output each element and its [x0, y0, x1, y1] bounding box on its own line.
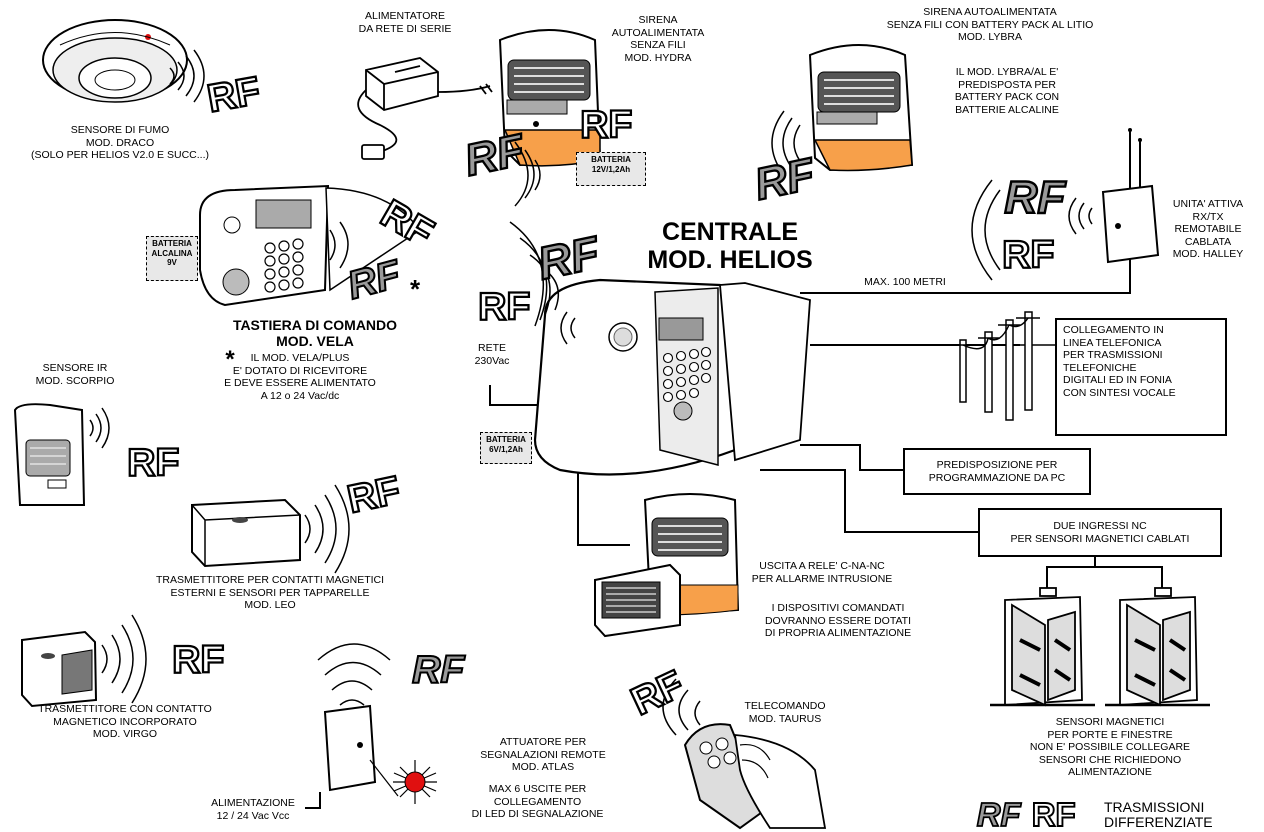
legend-text: TRASMISSIONI DIFFERENZIATE [1104, 800, 1254, 830]
rf-badge-atlas-grey [412, 648, 465, 692]
label-tastiera-note: IL MOD. VELA/PLUS E' DOTATO DI RICEVITOR… [200, 352, 400, 402]
ir-sensor-scorpio [15, 404, 84, 505]
rf-badge-leo [344, 468, 404, 522]
halley-unit [1103, 128, 1158, 262]
rf-badge-lybra-grey [751, 149, 821, 210]
title-line-1: CENTRALE [662, 218, 798, 246]
rf-badge-halley [1002, 233, 1054, 277]
label-sirena-lybra: SIRENA AUTOALIMENTATA SENZA FILI CON BAT… [870, 6, 1110, 44]
box-ingressi: DUE INGRESSI NC PER SENSORI MAGNETICI CA… [978, 508, 1222, 557]
rf-badge-taurus [624, 662, 690, 724]
label-rete: RETE 230Vac [467, 342, 517, 367]
label-sensore-fumo: SENSORE DI FUMO MOD. DRACO (SOLO PER HEL… [0, 124, 240, 162]
rf-badge-virgo [172, 638, 224, 682]
actuator-atlas [325, 706, 398, 796]
asterisk-vela: * [400, 276, 430, 302]
label-sensori-magnetici: SENSORI MAGNETICI PER PORTE E FINESTRE N… [1020, 716, 1200, 779]
title-line-2: MOD. HELIOS [647, 246, 812, 274]
rf-waves-halley [1069, 198, 1092, 234]
siren-lybra [810, 45, 912, 170]
label-trasmettitore-leo: TRASMETTITORE PER CONTATTI MAGNETICI EST… [130, 574, 410, 612]
battery-vela: BATTERIA ALCALINA 9V [146, 236, 198, 281]
label-telecomando: TELECOMANDO MOD. TAURUS [735, 700, 835, 725]
relay-siren [595, 494, 738, 636]
label-sirena-hydra: SIRENA AUTOALIMENTATA SENZA FILI MOD. HY… [598, 14, 718, 64]
label-sensore-ir: SENSORE IR MOD. SCORPIO [20, 362, 130, 387]
label-uscita-rele: USCITA A RELE' C-NA-NC PER ALLARME INTRU… [742, 560, 902, 585]
label-max6: MAX 6 USCITE PER COLLEGAMENTO DI LED DI … [450, 783, 625, 821]
box-linea-telefonica: COLLEGAMENTO IN LINEA TELEFONICA PER TRA… [1055, 318, 1227, 436]
rf-badge-helios [478, 285, 530, 329]
transmitter-virgo [22, 632, 96, 706]
rf-badge-hydra [580, 103, 632, 147]
remote-taurus [685, 724, 825, 828]
control-panel-helios [535, 280, 810, 475]
box-pc: PREDISPOSIZIONE PER PROGRAMMAZIONE DA PC [903, 448, 1091, 495]
label-max-100: MAX. 100 METRI [850, 276, 960, 289]
label-alimentazione: ALIMENTAZIONE 12 / 24 Vac Vcc [198, 797, 308, 822]
label-dispositivi-note: I DISPOSITIVI COMANDATI DOVRANNO ESSERE … [748, 602, 928, 640]
rf-badge-halley-grey [1004, 172, 1066, 223]
label-lybra-note: IL MOD. LYBRA/AL E' PREDISPOSTA PER BATT… [932, 66, 1082, 116]
rf-badge-draco [204, 69, 263, 121]
magnetic-doors [990, 588, 1210, 705]
rf-badge-scorpio [127, 441, 179, 485]
legend-rf-grey [977, 796, 1022, 832]
label-trasmettitore-virgo: TRASMETTITORE CON CONTATTO MAGNETICO INC… [0, 703, 250, 741]
label-tastiera-title: TASTIERA DI COMANDO MOD. VELA [195, 317, 435, 349]
smoke-sensor-draco [43, 20, 187, 102]
battery-helios: BATTERIA 6V/1,2Ah [480, 432, 532, 464]
telephone-poles [955, 312, 1040, 420]
battery-hydra: BATTERIA 12V/1,2Ah [576, 152, 646, 186]
label-alimentatore: ALIMENTATORE DA RETE DI SERIE [340, 10, 470, 35]
transmitter-leo [192, 500, 300, 566]
led-indicator [393, 760, 437, 804]
label-attuatore: ATTUATORE PER SEGNALAZIONI REMOTE MOD. A… [468, 736, 618, 774]
legend-rf [1032, 796, 1076, 832]
label-unita-attiva: UNITA' ATTIVA RX/TX REMOTABILE CABLATA M… [1158, 198, 1258, 261]
rf-badge-hydra-grey [461, 125, 531, 186]
